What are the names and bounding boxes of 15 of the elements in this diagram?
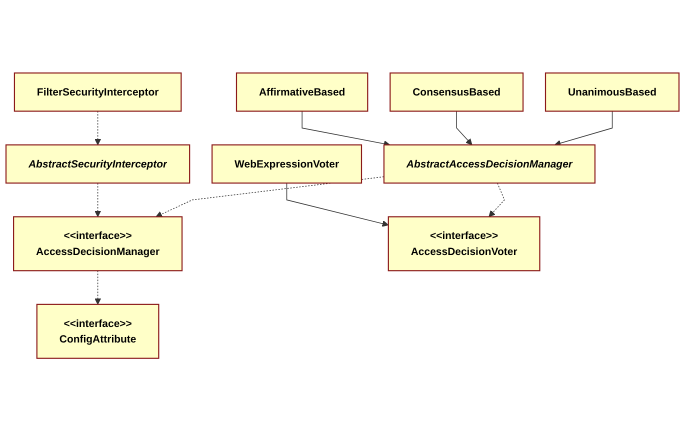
arrow (286, 183, 389, 228)
node-box: AffirmativeBased (236, 72, 368, 112)
node-box: <<interface>> AccessDecisionManager (13, 216, 183, 272)
node-box: FilterSecurityInterceptor (14, 72, 182, 112)
node-box: <<interface>> ConfigAttribute (36, 304, 160, 360)
arrow (94, 111, 102, 146)
node-box: WebExpressionVoter (212, 144, 362, 184)
node-box: <<interface>> AccessDecisionVoter (388, 216, 540, 272)
arrow (94, 270, 102, 306)
node-box: ConsensusBased (390, 72, 524, 112)
arrow (94, 183, 102, 218)
node-box: UnanimousBased (544, 72, 680, 112)
arrow (488, 183, 505, 218)
arrow (456, 111, 472, 146)
arrow (554, 111, 613, 147)
